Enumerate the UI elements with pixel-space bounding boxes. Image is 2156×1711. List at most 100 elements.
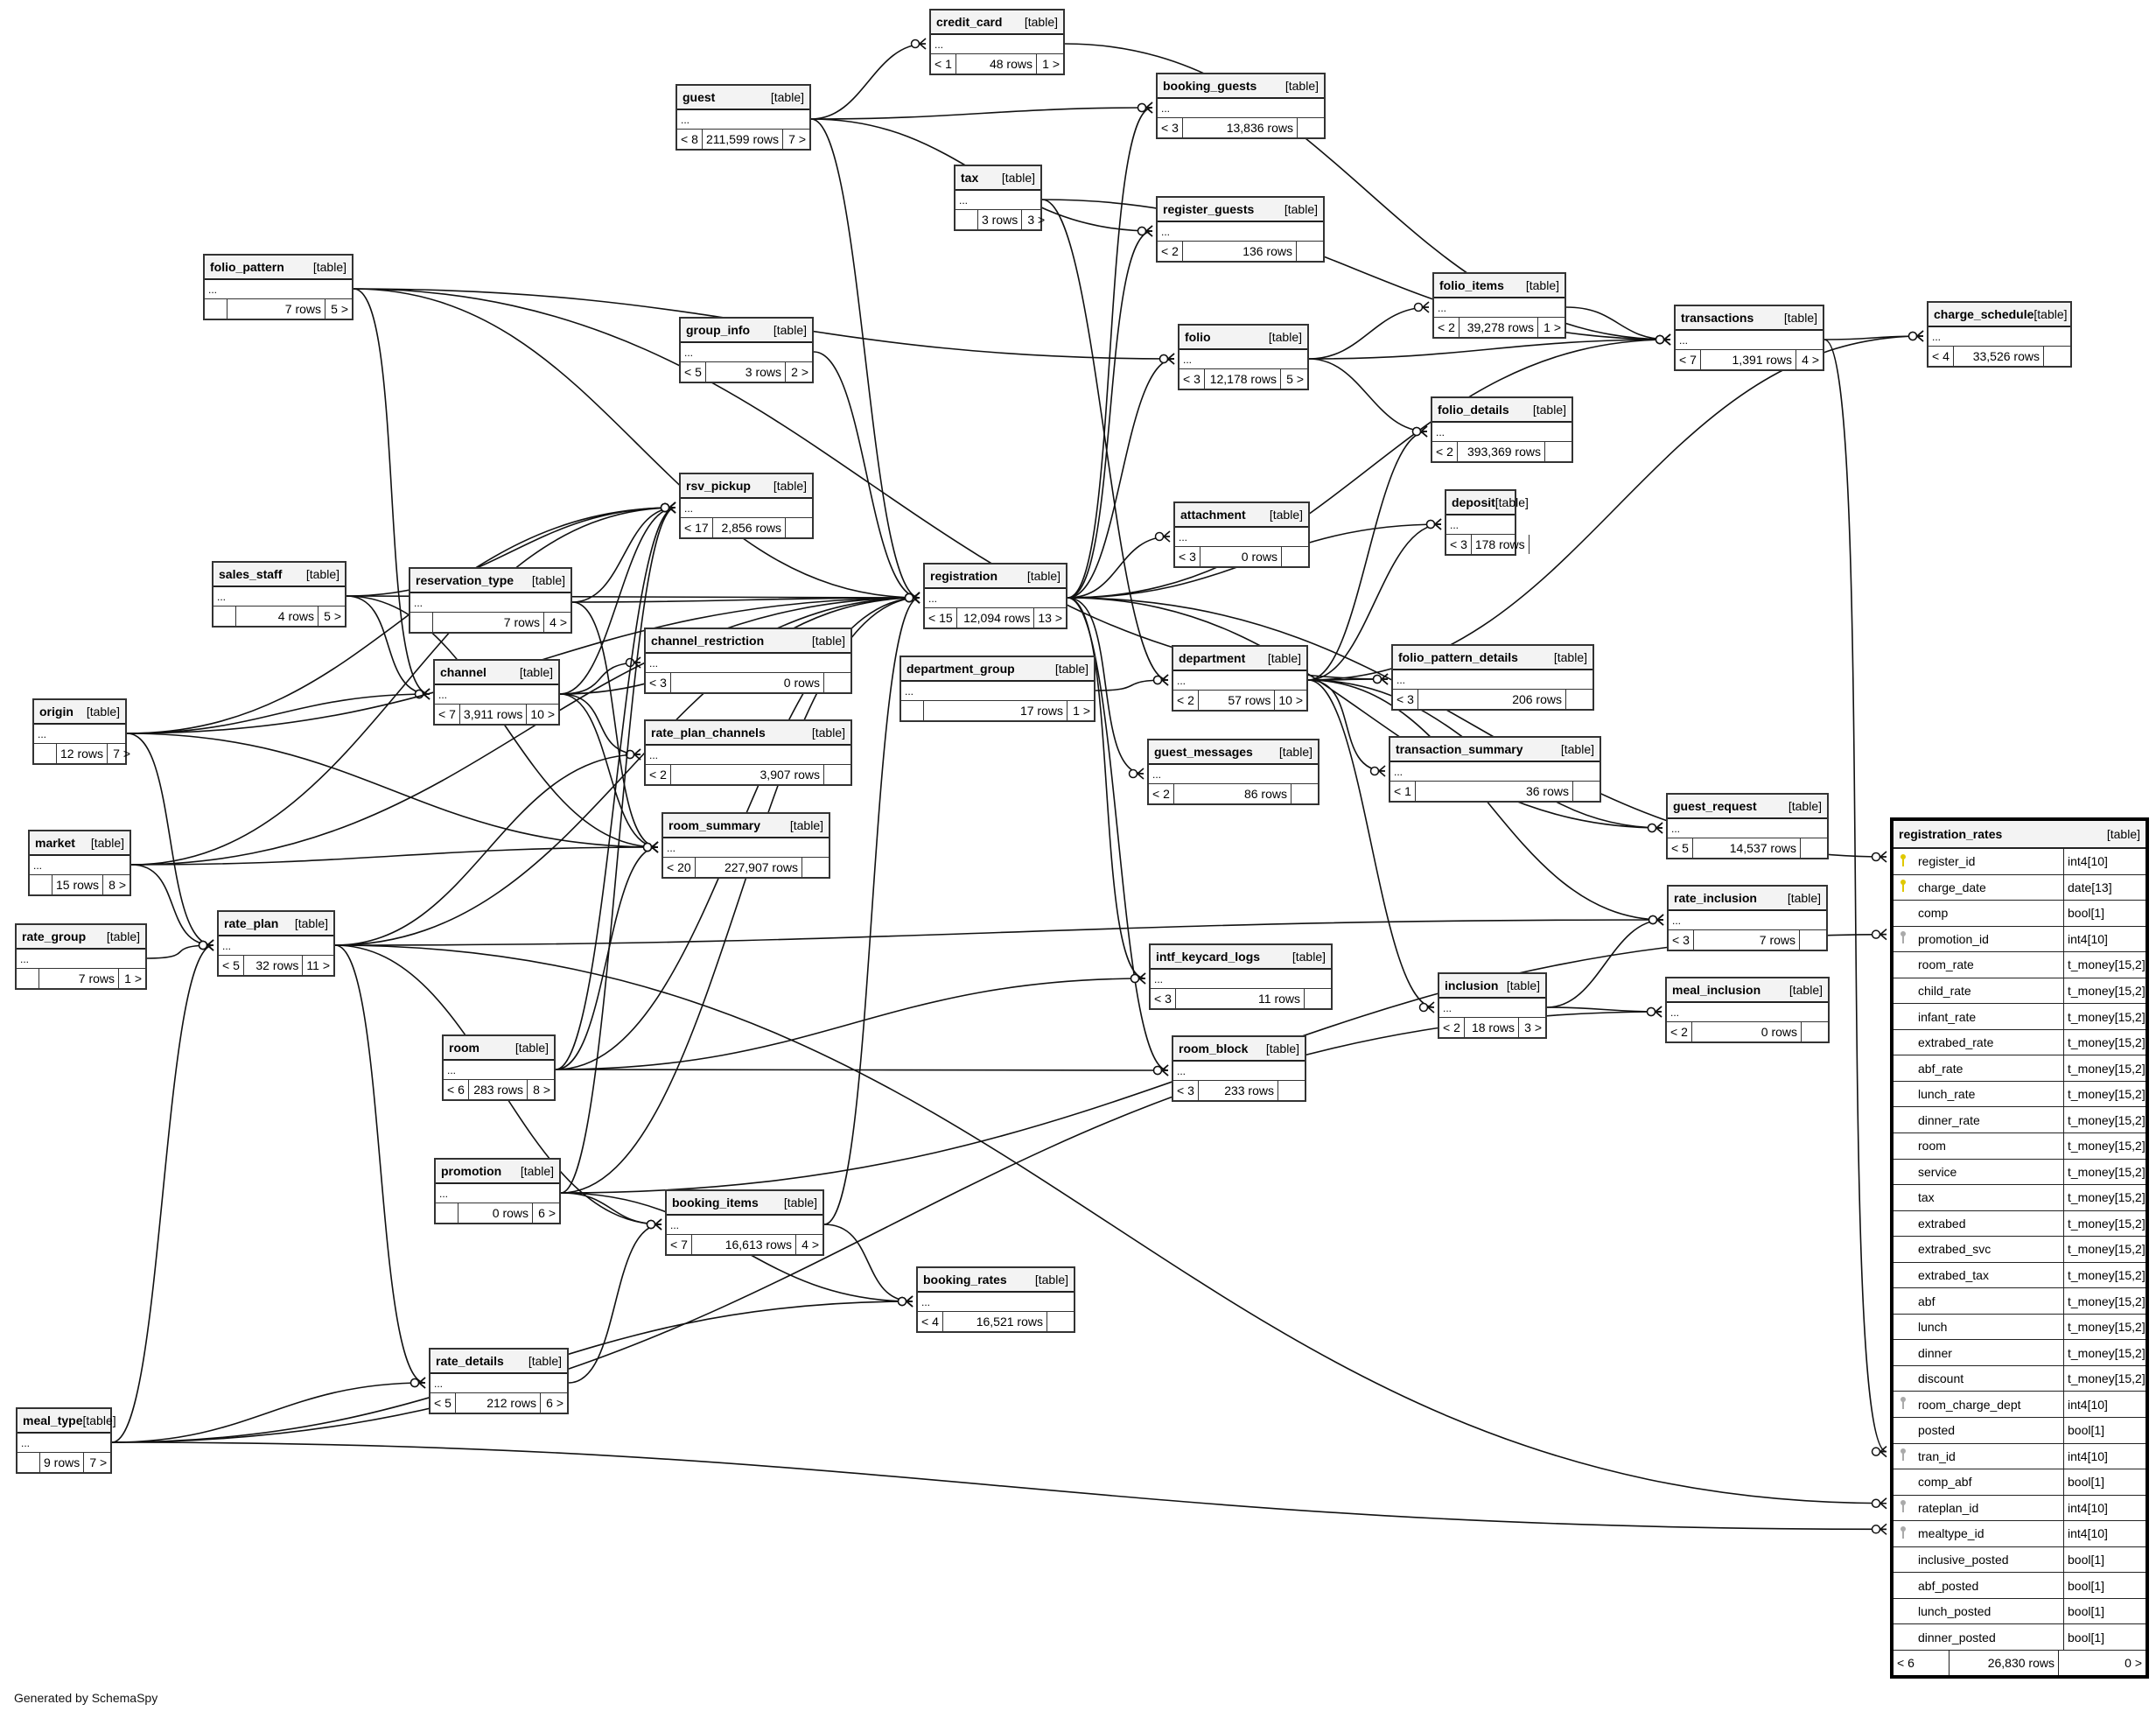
parent-count[interactable]: < 3 [1173, 1081, 1199, 1100]
child-count[interactable]: 7 > [113, 747, 131, 761]
parent-count[interactable]: < 2 [1432, 442, 1458, 461]
table-name[interactable]: meal_type [23, 1413, 83, 1427]
table-name[interactable]: origin [39, 705, 74, 719]
child-count[interactable]: 8 > [108, 878, 127, 892]
table-name[interactable]: charge_schedule [1934, 307, 2034, 321]
child-count[interactable] [1530, 535, 1556, 554]
parent-count[interactable]: < 3 [646, 673, 671, 692]
child-count[interactable] [1047, 1312, 1074, 1331]
child-count[interactable] [1278, 1081, 1305, 1100]
parent-count[interactable]: < 4 [918, 1312, 943, 1331]
parent-count[interactable]: < 3 [1180, 369, 1205, 389]
parent-count[interactable]: < 2 [646, 765, 671, 784]
table-name[interactable]: meal_inclusion [1672, 983, 1761, 997]
parent-count[interactable]: < 3 [1669, 930, 1694, 950]
parent-count[interactable] [214, 607, 236, 626]
parent-count[interactable] [17, 969, 39, 988]
parent-count[interactable]: < 2 [1173, 691, 1199, 710]
table-name[interactable]: rate_group [22, 929, 87, 943]
parent-count[interactable]: < 3 [1158, 118, 1183, 137]
parent-count[interactable]: < 15 [925, 608, 957, 628]
parent-count[interactable]: < 3 [1175, 547, 1200, 566]
parent-count[interactable]: < 8 [677, 130, 703, 149]
child-count[interactable]: 10 > [1278, 693, 1303, 707]
child-count[interactable]: 3 > [1027, 213, 1046, 227]
table-name[interactable]: attachment [1180, 508, 1246, 522]
table-name[interactable]: group_info [686, 323, 751, 337]
table-name[interactable]: booking_items [672, 1196, 759, 1210]
parent-count[interactable]: < 2 [1149, 784, 1174, 803]
child-count[interactable]: 5 > [1286, 372, 1304, 386]
parent-count[interactable]: < 1 [1390, 782, 1416, 801]
child-count[interactable]: 7 > [89, 1455, 108, 1469]
table-name[interactable]: channel_restriction [651, 634, 765, 648]
child-count[interactable]: 6 > [538, 1206, 556, 1220]
parent-count[interactable]: < 6 [444, 1080, 469, 1099]
parent-count[interactable]: < 17 [681, 518, 713, 537]
table-name[interactable]: rsv_pickup [686, 479, 751, 493]
table-name[interactable]: guest_request [1673, 799, 1757, 813]
table-name[interactable]: guest_messages [1154, 745, 1253, 759]
table-name[interactable]: promotion [441, 1164, 502, 1178]
table-name[interactable]: rate_plan_channels [651, 726, 766, 740]
parent-count[interactable] [436, 1203, 458, 1223]
parent-count[interactable] [205, 299, 228, 319]
table-name[interactable]: folio_details [1438, 403, 1509, 417]
child-count[interactable] [1566, 690, 1592, 709]
child-count[interactable] [786, 518, 812, 537]
child-count[interactable]: 1 > [1042, 57, 1060, 71]
parent-count[interactable] [956, 210, 978, 229]
table-name[interactable]: intf_keycard_logs [1156, 950, 1261, 964]
table-name[interactable]: folio_items [1439, 278, 1504, 292]
parent-count[interactable]: < 2 [1439, 1018, 1465, 1037]
parent-count[interactable]: < 1 [931, 54, 956, 74]
table-name[interactable]: deposit [1452, 495, 1495, 509]
child-count[interactable] [1545, 442, 1572, 461]
parent-count[interactable]: < 6 [1894, 1650, 1950, 1675]
child-count[interactable]: 1 > [124, 971, 142, 985]
child-count[interactable]: 7 > [788, 132, 806, 146]
table-name[interactable]: department_group [906, 662, 1015, 676]
